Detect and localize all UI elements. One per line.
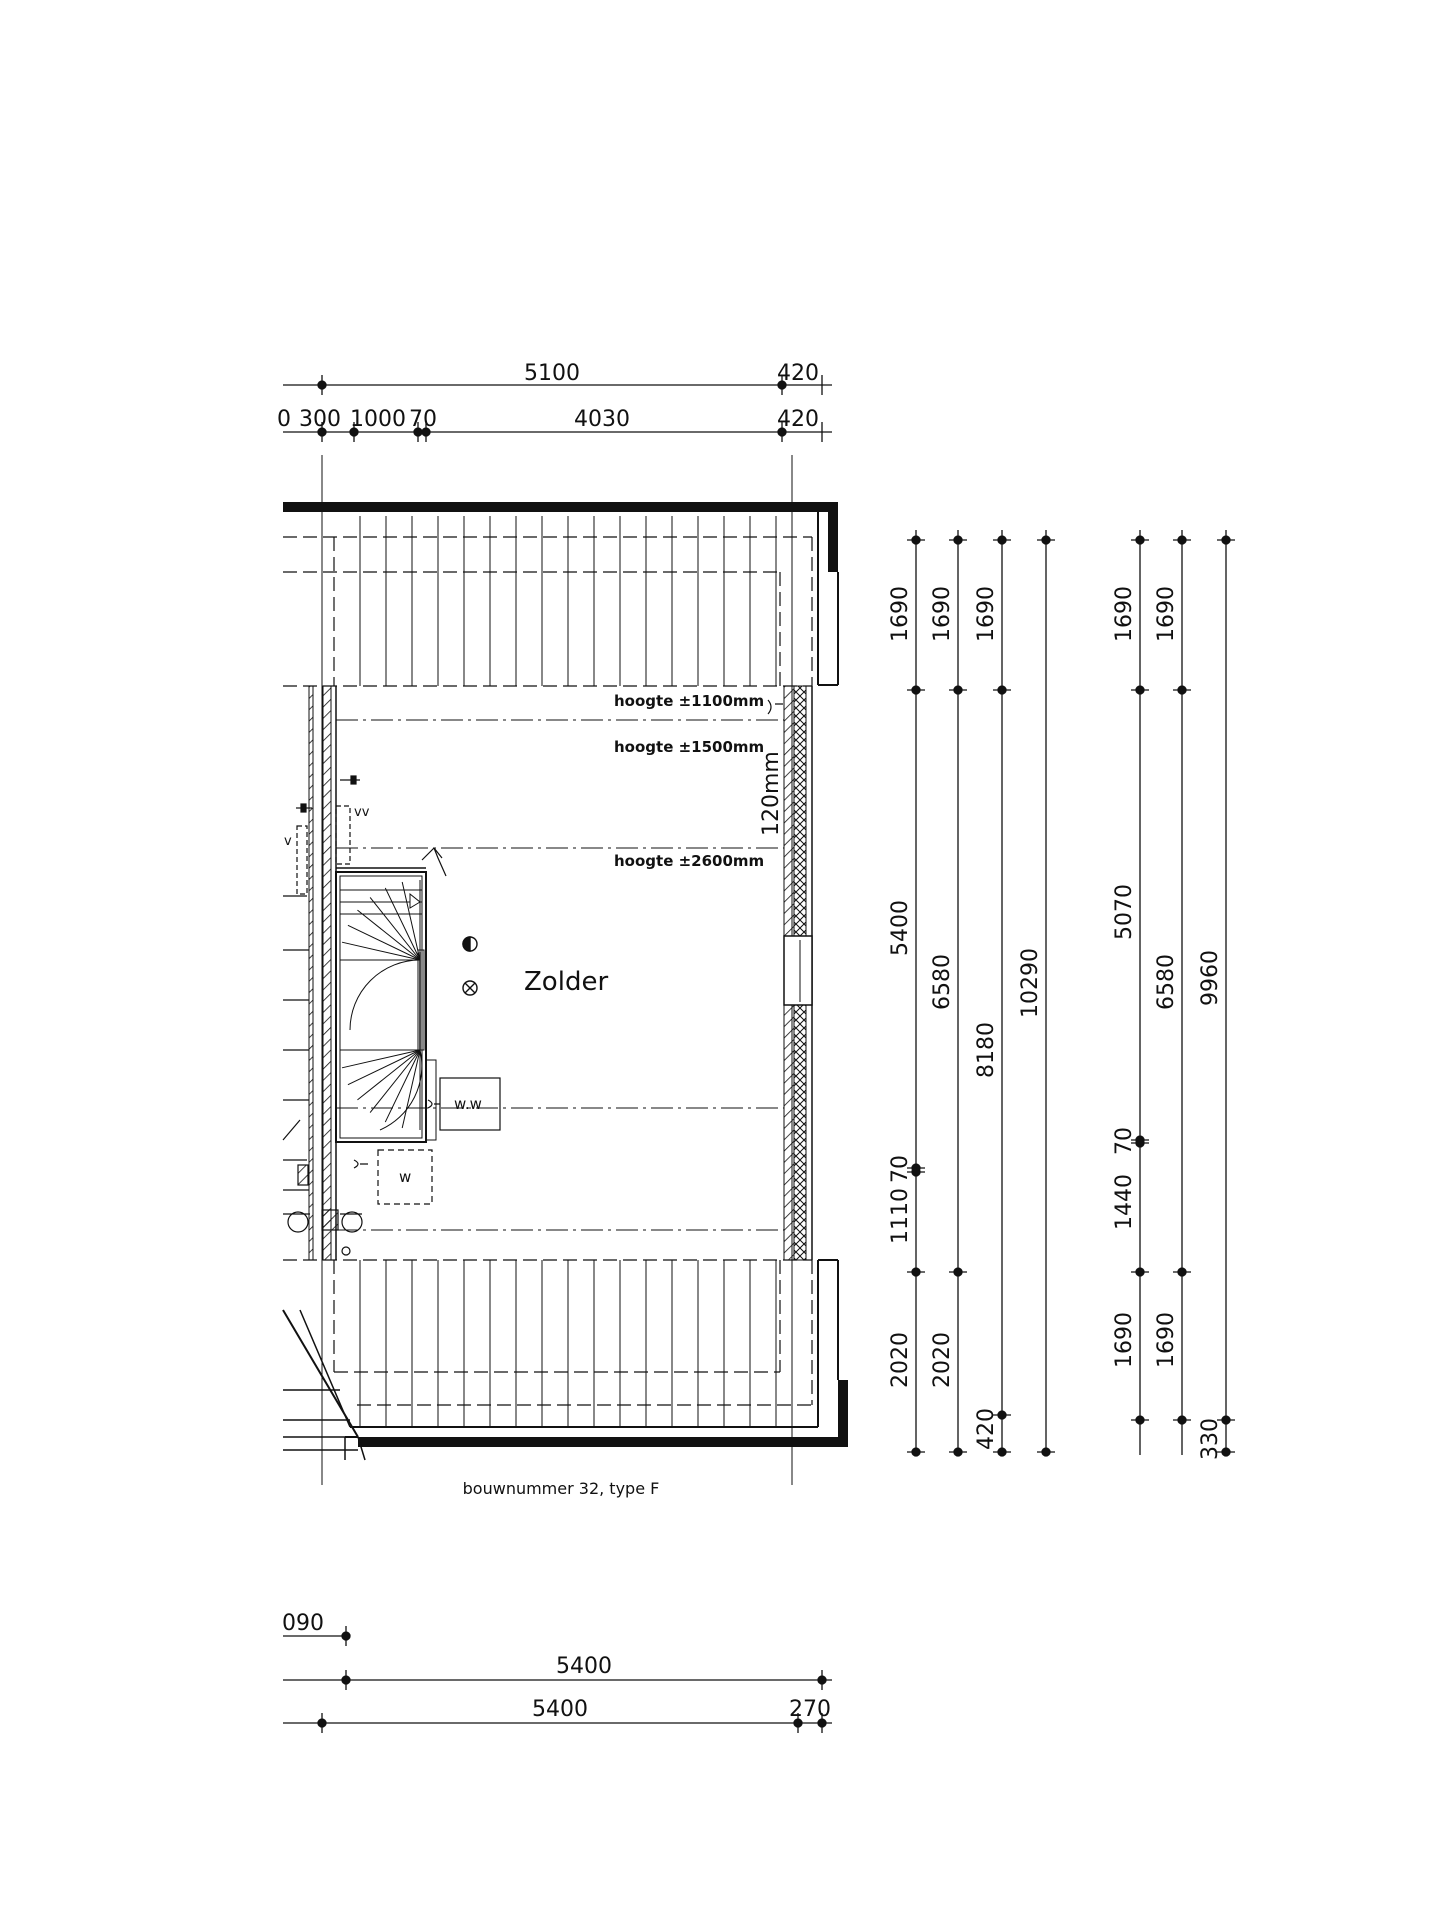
dryer-box [353, 1149, 433, 1205]
window [783, 935, 813, 1006]
bottom-dim-270: 270 [789, 1697, 831, 1722]
rdim-b2-1690-b: 1690 [1154, 1312, 1179, 1368]
rdim-b1-5070: 5070 [1112, 884, 1137, 940]
bottom-dim-090: 090 [282, 1611, 324, 1636]
top-dimension-lines [283, 375, 832, 442]
wall-tick-symbol [767, 699, 783, 715]
roof-zone-top [283, 516, 813, 687]
rdim-a3-8180: 8180 [974, 1022, 999, 1078]
rdim-a2-1690: 1690 [930, 586, 955, 642]
top-dim-420-a: 420 [777, 361, 819, 386]
height-label-1500: hoogte ±1500mm [614, 738, 764, 756]
rdim-a2-6580: 6580 [930, 954, 955, 1010]
rdim-b2-6580: 6580 [1154, 954, 1179, 1010]
right-facade-wall [783, 685, 813, 1261]
top-dim-420-b: 420 [777, 407, 819, 432]
bottom-dimension-lines [283, 1626, 832, 1733]
rdim-a2-2020: 2020 [930, 1332, 955, 1388]
top-dim-300: 300 [299, 407, 341, 432]
top-dim-70: 70 [409, 407, 437, 432]
rdim-a3-1690: 1690 [974, 586, 999, 642]
rdim-a4-10290: 10290 [1018, 948, 1043, 1018]
roof-zone-bottom [283, 1259, 813, 1427]
rdim-b1-1690-b: 1690 [1112, 1312, 1137, 1368]
fixture-label-ww: w.w [454, 1095, 482, 1113]
fixture-label-v: v [284, 834, 292, 849]
rdim-a1-70: 70 [888, 1155, 913, 1183]
height-lines [336, 719, 784, 1231]
fixture-label-vv: vv [354, 805, 370, 820]
washing-machine-box [427, 1077, 501, 1131]
rdim-b1-1690: 1690 [1112, 586, 1137, 642]
stair [335, 871, 437, 1143]
top-dim-4030: 4030 [574, 407, 630, 432]
rdim-b2-1690: 1690 [1154, 586, 1179, 642]
right-dimension-lines-a [907, 530, 1055, 1457]
height-label-1100: hoogte ±1100mm [614, 692, 764, 710]
top-dim-1000: 1000 [350, 407, 406, 432]
bottom-dim-5400-a: 5400 [556, 1654, 612, 1679]
switch-symbol [421, 847, 447, 877]
bottom-dim-5400-b: 5400 [532, 1697, 588, 1722]
right-dimension-lines-b [1131, 530, 1235, 1457]
rdim-a3-420: 420 [974, 1408, 999, 1450]
rdim-b3-330: 330 [1198, 1418, 1223, 1460]
height-label-2600: hoogte ±2600mm [614, 852, 764, 870]
rdim-b1-1440: 1440 [1112, 1174, 1137, 1230]
top-dim-0: 0 [277, 407, 291, 432]
rdim-a1-1690: 1690 [888, 586, 913, 642]
ventilation-icon [462, 980, 478, 996]
left-fixtures [282, 775, 363, 1256]
rdim-a1-2020: 2020 [888, 1332, 913, 1388]
caption: bouwnummer 32, type F [463, 1479, 660, 1498]
top-dim-5100: 5100 [524, 361, 580, 386]
rdim-a1-5400: 5400 [888, 900, 913, 956]
wall-thickness-label: 120mm [759, 751, 784, 836]
rdim-b3-9960: 9960 [1198, 950, 1223, 1006]
rdim-b1-70: 70 [1112, 1127, 1137, 1155]
rdim-a1-1110: 1110 [888, 1188, 913, 1244]
room-name: Zolder [524, 967, 608, 997]
building-outline [282, 502, 848, 1461]
left-party-wall [308, 685, 337, 1261]
fixture-label-w: w [399, 1168, 411, 1186]
room-symbols [462, 936, 478, 996]
